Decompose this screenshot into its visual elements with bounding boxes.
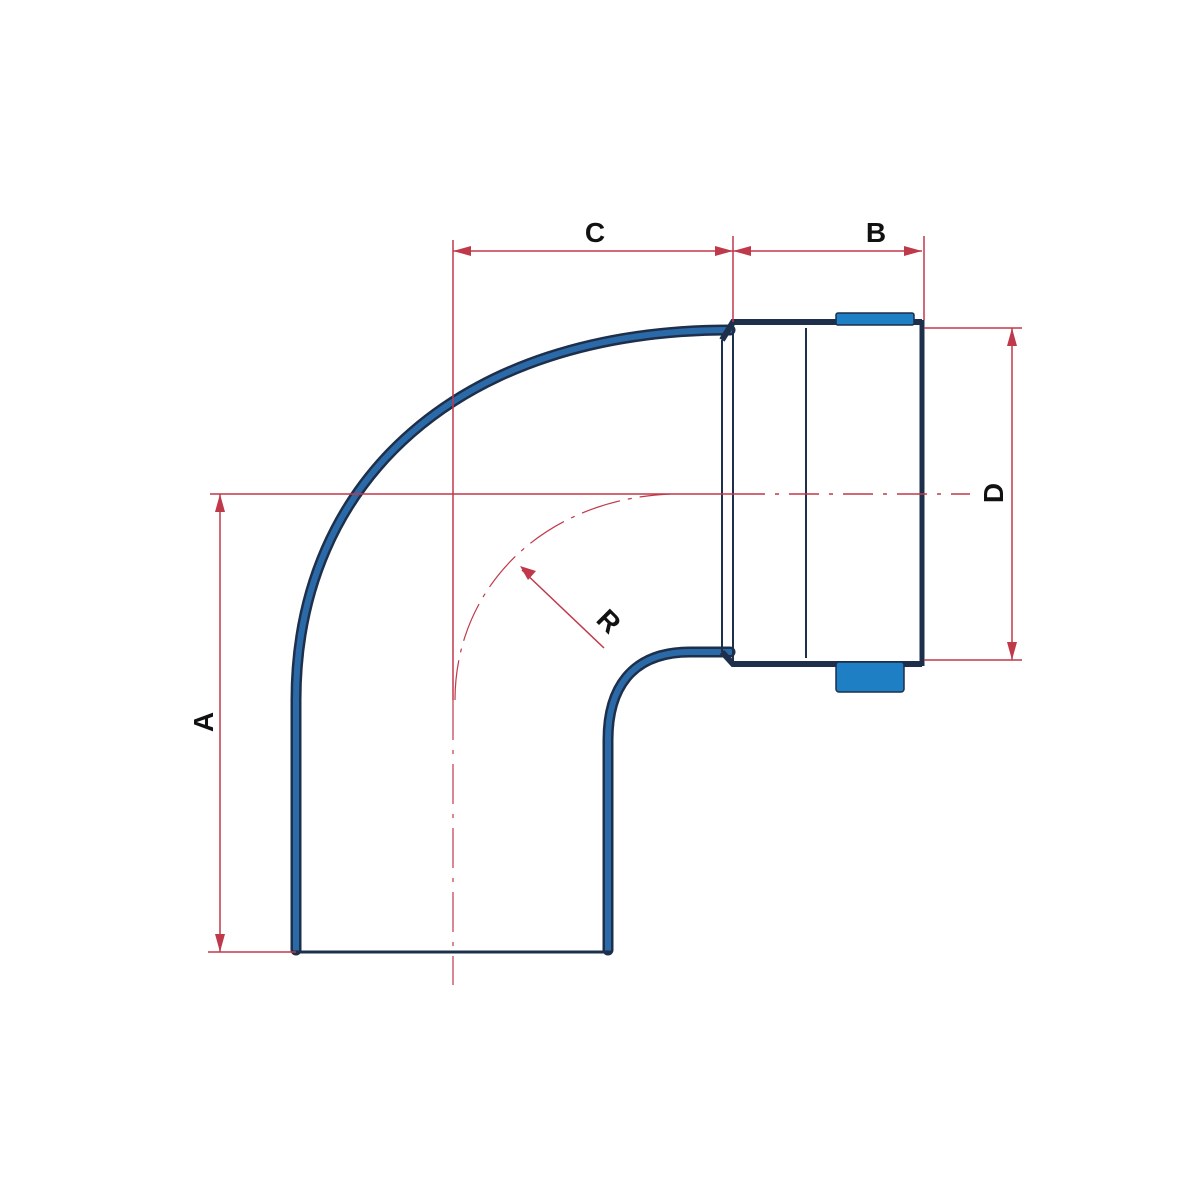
dim-d-arrow-top (1007, 328, 1017, 346)
inner-wall (602, 646, 736, 956)
gasket-bottom (835, 661, 905, 693)
outer-wall-highlight (293, 327, 733, 953)
dim-b-arrow-left (733, 246, 751, 256)
centre-lines (210, 240, 970, 985)
label-a: A (188, 712, 219, 732)
label-c: C (585, 217, 605, 248)
radius-line (521, 569, 605, 649)
label-r: R (591, 603, 627, 639)
dim-c-arrow-left (453, 246, 471, 256)
dim-c-arrow-right (715, 246, 733, 256)
gasket-top (835, 312, 915, 326)
dim-b-arrow-right (904, 246, 922, 256)
label-d: D (978, 483, 1009, 503)
inner-wall-highlight (605, 649, 733, 953)
outer-wall (290, 324, 736, 956)
radius-arc (454, 493, 671, 701)
dim-d-arrow-bottom (1007, 642, 1017, 660)
dimension-lines (208, 236, 1022, 953)
label-b: B (866, 217, 886, 248)
dimension-labels: C B A D R (188, 217, 1009, 732)
dim-a-arrow-bottom (215, 934, 225, 952)
radius-arrowhead (520, 566, 536, 580)
dim-a-arrow-top (215, 494, 225, 512)
